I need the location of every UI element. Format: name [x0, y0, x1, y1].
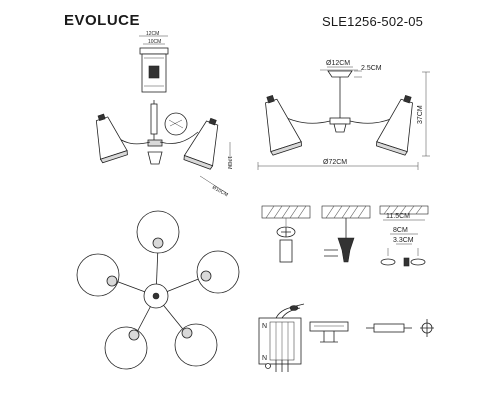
installation-step-3: 11.5CM 8CM 3.3CM — [379, 205, 429, 267]
front-elevation-view: Ø12CM 2.5CM 37CM Ø72CM — [257, 60, 430, 170]
shade-diameter-label: Ø10CM — [211, 185, 229, 199]
installation-step-1 — [261, 205, 311, 263]
exploded-side-view: 12CM 10CM 17CM — [95, 31, 232, 199]
mounting-bracket-detail — [309, 321, 349, 343]
wiring-diagram: N N — [258, 303, 305, 372]
terminal-bottom-label: N — [262, 355, 267, 362]
shade-length-label: 17CM — [226, 156, 232, 169]
total-diameter-label: Ø72CM — [323, 159, 347, 166]
mount-spacing-min-label: 3.3CM — [393, 237, 414, 244]
terminal-top-label: N — [262, 323, 267, 330]
model-number: SLE1256-502-05 — [322, 14, 424, 29]
brand-logo: EVOLUCE — [64, 12, 141, 29]
canopy-height-label: 2.5CM — [361, 65, 382, 72]
installation-step-2 — [321, 205, 371, 263]
mount-spacing-mid-label: 8CM — [393, 227, 408, 234]
top-detail-inner-label: 10CM — [148, 39, 161, 45]
bottom-plan-view — [76, 210, 240, 370]
total-height-label: 37CM — [417, 105, 424, 124]
crossbar-detail — [366, 319, 434, 337]
top-detail-outer-label: 12CM — [146, 31, 159, 37]
mount-spacing-max-label: 11.5CM — [386, 213, 410, 220]
canopy-diameter-label: Ø12CM — [326, 60, 350, 67]
